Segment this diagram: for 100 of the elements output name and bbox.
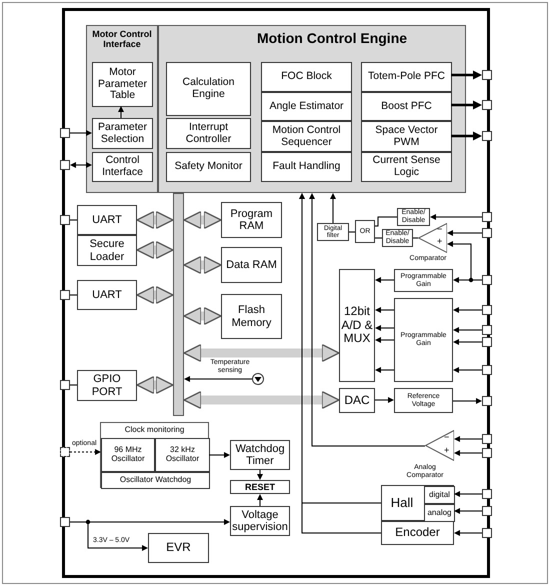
block-label: Voltage supervision [231, 508, 289, 534]
arrow [454, 436, 482, 442]
bus-bar [173, 193, 184, 416]
group-panel [86, 25, 158, 193]
arrow [183, 390, 340, 410]
pin-box [482, 100, 492, 110]
arrow [70, 162, 92, 168]
block-label: Data RAM [226, 258, 277, 272]
block-box [424, 504, 455, 522]
block-box [221, 294, 282, 339]
block-label: Parameter Selection [96, 122, 148, 146]
arrow [375, 337, 394, 343]
arrow [454, 530, 482, 536]
arrow [454, 450, 482, 456]
arrow [454, 491, 482, 497]
block-label: Totem-Pole PFC [368, 71, 446, 83]
pin-box [60, 290, 70, 300]
block-box [92, 152, 153, 182]
block-box [381, 485, 454, 521]
block-label: Hall [390, 496, 414, 510]
arrow [330, 193, 336, 224]
block-box [397, 208, 430, 226]
arrow [183, 256, 222, 274]
block-box [261, 121, 352, 152]
pin-box [482, 489, 492, 499]
pin-box [482, 70, 492, 80]
group-panel [158, 25, 466, 193]
block-label: Program RAM [229, 208, 274, 232]
block-box [101, 472, 210, 489]
group-title: Motion Control Engine [256, 31, 408, 47]
block-label: Boost PFC [381, 100, 432, 112]
block-box [361, 62, 452, 92]
pin-box [60, 380, 70, 390]
pin-box [482, 434, 492, 444]
arrow [136, 376, 174, 394]
connector-line [374, 216, 398, 226]
block-box [261, 152, 352, 182]
pin-box [482, 337, 492, 347]
block-label: analog [427, 508, 452, 518]
arrow [451, 70, 482, 80]
block-box [101, 438, 155, 472]
comparator-symbol [425, 430, 454, 461]
arrow [183, 306, 222, 326]
pin-box [482, 212, 492, 222]
block-label: 12bit A/D & MUX [340, 305, 374, 346]
pin-box [482, 228, 492, 238]
block-box [77, 370, 137, 401]
block-label: Space Vector PWM [374, 124, 439, 148]
pin-box [482, 396, 492, 406]
block-label: Fault Handling [272, 161, 340, 173]
block-label: Current Sense Logic [372, 155, 442, 179]
block-label: Secure Loader [88, 238, 126, 263]
arrow [257, 494, 263, 506]
block-box [339, 269, 375, 382]
block-box [230, 480, 290, 494]
arrow [447, 230, 482, 236]
pin-box [60, 160, 70, 170]
pin-box [482, 506, 492, 516]
block-box [317, 223, 349, 241]
pin-box [482, 305, 492, 315]
arrow [451, 132, 482, 140]
pin-box [60, 447, 70, 457]
block-box [394, 388, 453, 413]
block-label: Angle Estimator [269, 100, 344, 112]
block-box [261, 62, 352, 92]
arrow [430, 214, 482, 220]
arrow [136, 210, 174, 230]
block-label: FOC Block [281, 71, 332, 83]
block-box [221, 202, 282, 238]
connector-line [70, 294, 78, 296]
pin-box [482, 325, 492, 335]
arrow [183, 210, 222, 230]
block-label: Watchdog Timer [234, 442, 286, 468]
block-box [166, 118, 251, 149]
block-box [361, 92, 452, 121]
block-box [155, 438, 210, 472]
block-box [394, 269, 453, 292]
arrow [183, 344, 340, 362]
block-box [166, 62, 251, 116]
pin-box [482, 448, 492, 458]
arrow [257, 470, 263, 480]
sign-label: − [444, 433, 450, 443]
arrow [184, 376, 252, 382]
pin-box [60, 128, 70, 138]
arrow [118, 106, 124, 118]
block-label: DAC [344, 394, 370, 408]
group-panel [100, 422, 209, 488]
block-box [424, 486, 455, 504]
arrow [375, 367, 394, 373]
block-box [381, 521, 454, 545]
arrow [453, 339, 482, 345]
arrow [70, 449, 101, 455]
block-box [339, 388, 375, 413]
block-label: RESET [244, 482, 275, 492]
pin-box [482, 528, 492, 538]
comparator-symbol [418, 223, 447, 253]
group-title: Motor Control Interface [91, 29, 153, 50]
block-label: Oscillator Watchdog [120, 476, 192, 485]
arrow [375, 307, 394, 313]
pin-box [482, 365, 492, 375]
